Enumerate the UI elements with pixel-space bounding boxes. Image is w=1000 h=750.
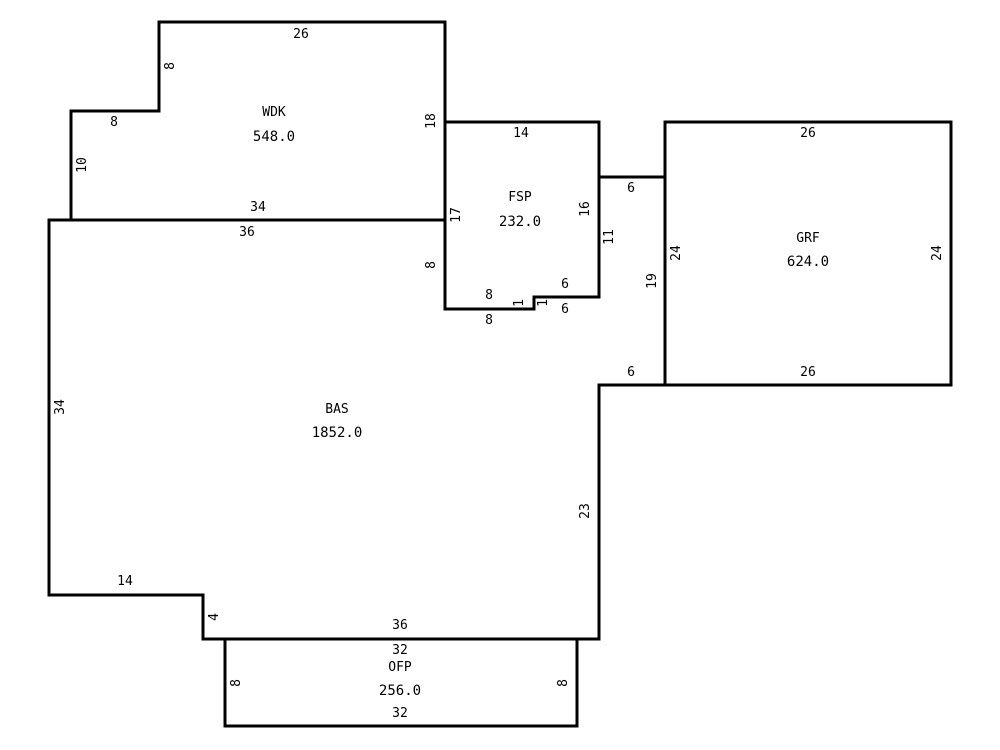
dim-connector-bottom: 6 [627,365,635,380]
dim-bas-top: 36 [239,225,255,240]
ofp-area-label: 256.0 [379,683,421,699]
dim-fsp-bottom-outer: 8 [485,313,493,328]
dim-grf-bottom: 26 [800,365,816,380]
fsp-section: FSP 232.0 [443,120,601,311]
wdk-code-label: WDK [262,105,286,120]
dim-fsp-left: 17 [449,207,464,223]
dimension-labels: 26 8 34 36 14 8 8 6 6 6 6 26 26 14 36 32… [53,27,945,721]
dim-bas-step-vertical: 4 [207,613,222,621]
grf-area-label: 624.0 [787,254,829,270]
dim-fsp-bottom-inner: 8 [485,288,493,303]
ofp-outline [223,637,579,728]
dim-fsp-bottom-right-outer: 6 [561,302,569,317]
dim-grf-left: 24 [669,245,684,261]
dim-ofp-top: 32 [392,643,408,658]
dim-wdk-right: 18 [424,113,439,129]
dim-bas-bottom: 36 [392,618,408,633]
dim-wdk-left-upper: 8 [163,62,178,70]
dim-bas-right: 23 [578,503,593,519]
dim-grf-top: 26 [800,126,816,141]
wdk-outline [69,20,447,222]
wdk-area-label: 548.0 [253,129,295,145]
dim-ofp-left: 8 [229,679,244,687]
dim-grf-right: 24 [930,245,945,261]
fsp-area-label: 232.0 [499,214,541,230]
bas-section: BAS 1852.0 [47,218,601,641]
dim-wdk-top: 26 [293,27,309,42]
bas-outline [47,218,601,641]
wdk-section: WDK 548.0 [69,20,447,222]
grf-outline [663,120,953,387]
fsp-code-label: FSP [508,190,532,205]
dim-bas-inner-left: 8 [424,261,439,269]
dim-wdk-bottom: 34 [250,200,266,215]
bas-code-label: BAS [325,402,348,417]
ofp-code-label: OFP [388,660,412,675]
dim-connector-side: 19 [645,273,660,289]
dim-wdk-step: 8 [110,115,118,130]
dim-connector-top: 6 [627,181,635,196]
fsp-outline [443,120,601,311]
bas-area-label: 1852.0 [312,425,363,441]
dim-fsp-bottom-right-inner: 6 [561,277,569,292]
dim-ofp-right: 8 [556,679,571,687]
dim-fsp-right-lower: 11 [602,229,617,245]
dim-bas-bottom-step: 14 [117,574,133,589]
dim-fsp-right: 16 [578,201,593,217]
grf-section: GRF 624.0 [663,120,953,387]
grf-code-label: GRF [796,231,820,246]
dim-fsp-top: 14 [513,126,529,141]
dim-fsp-step-right: 1 [536,299,551,307]
dim-wdk-left-lower: 10 [75,157,90,173]
dim-fsp-step-left: 1 [512,299,527,307]
dim-bas-left: 34 [53,399,68,415]
dim-ofp-bottom: 32 [392,706,408,721]
ofp-section: OFP 256.0 [223,637,579,728]
